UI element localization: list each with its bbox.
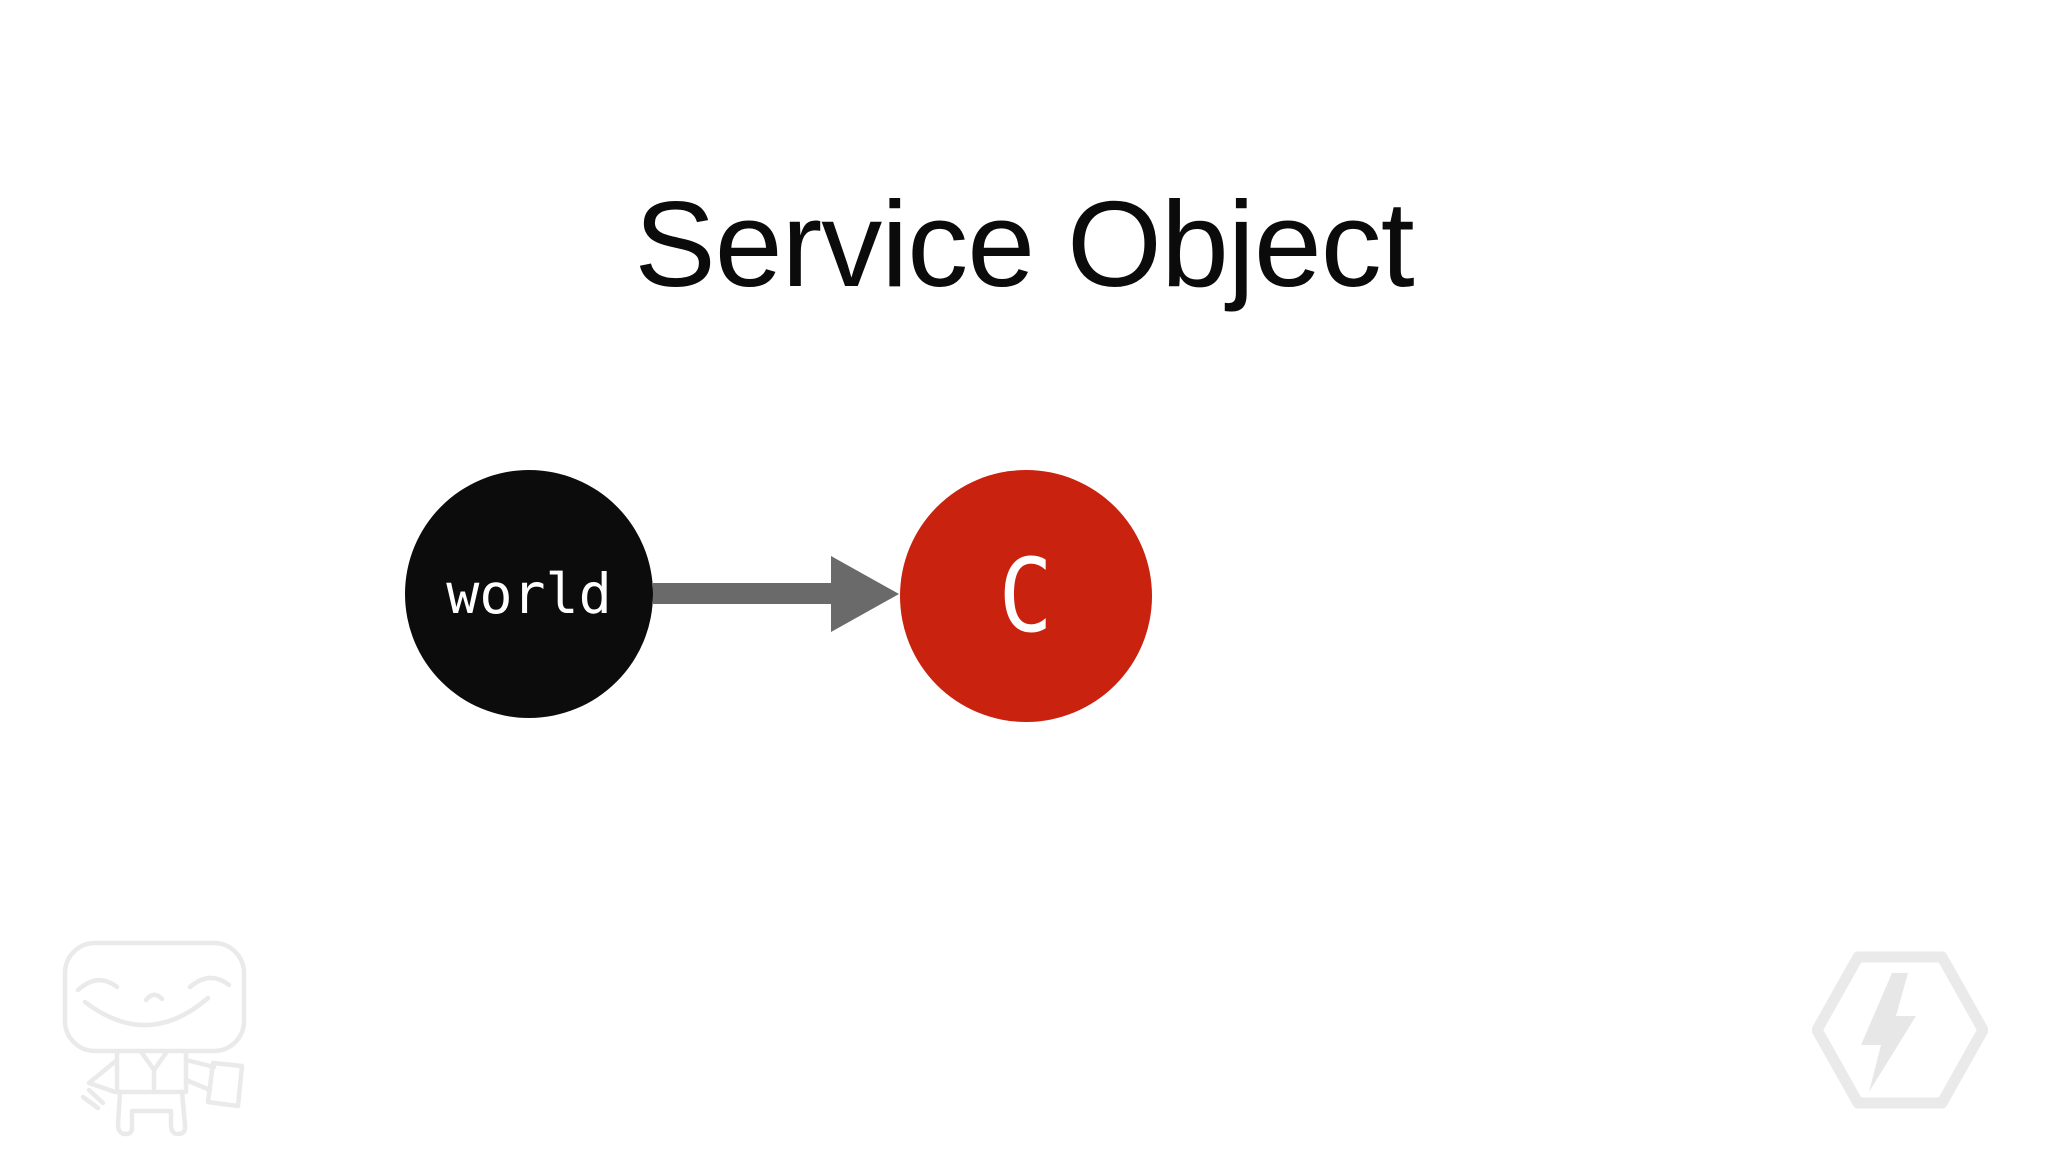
node-c: C — [900, 470, 1152, 722]
page-title: Service Object — [634, 175, 1414, 312]
arrow-head-icon — [831, 556, 899, 632]
mascot-icon — [62, 940, 247, 1137]
lightning-bolt-icon — [1861, 973, 1916, 1092]
lightning-hexagon-icon — [1812, 951, 1988, 1109]
arrow-shaft — [653, 583, 833, 604]
node-world-label: world — [446, 562, 612, 626]
node-world: world — [405, 470, 653, 718]
mascot-strokes — [62, 940, 247, 1137]
hexagon-outline — [1812, 951, 1988, 1109]
edge-arrow — [653, 556, 899, 632]
node-c-label: C — [998, 536, 1054, 656]
